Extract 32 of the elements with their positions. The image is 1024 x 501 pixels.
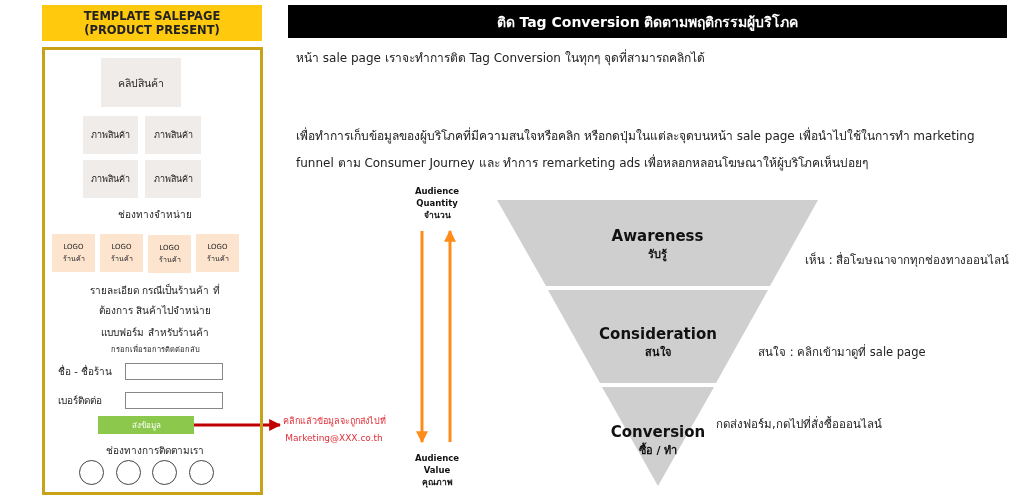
- description-text: กดส่งฟอร์ม,กดไปที่สั่งซื้อออนไลน์: [716, 415, 882, 433]
- placeholder-card: ภาพสินค้า: [145, 116, 201, 154]
- stage-subtitle: สนใจ: [645, 345, 671, 361]
- section-heading: แบบฟอร์ม สำหรับร้านค้า: [100, 326, 210, 340]
- placeholder-card: ภาพสินค้า: [83, 116, 138, 154]
- description-text: รายละเอียด กรณีเป็นร้านค้า ที่ต้องการ สินค้าไปจำหน่าย: [89, 282, 221, 318]
- placeholder-card: ภาพสินค้า: [83, 160, 138, 198]
- title-bar: ติด Tag Conversion ติดตามพฤติกรรมผู้บริโภค: [288, 5, 1007, 38]
- axis-label: Audience Quantity จำนวน: [405, 183, 469, 223]
- submit-button: ส่งข้อมูล: [98, 416, 194, 434]
- axis-label: Audience Value คุณภาพ: [405, 450, 469, 490]
- field-label: เบอร์ติดต่อ: [58, 394, 103, 408]
- description-text: สนใจ : คลิกเข้ามาดูที่ sale page: [758, 343, 926, 361]
- salepage-frame: [42, 47, 263, 495]
- arrow: [416, 231, 428, 444]
- arrow: [444, 229, 456, 442]
- note-text: คลิกแล้วข้อมูลจะถูกส่งไปที่ Marketing@XXX.co.th: [280, 413, 388, 447]
- placeholder-card: คลิปสินค้า: [101, 58, 181, 107]
- intro-text: หน้า sale page เราจะทำการติด Tag Conversion ในทุกๆ จุดที่สามารถคลิกได้: [296, 48, 706, 68]
- arrow: [194, 419, 282, 431]
- section-heading: ช่องทางจำหน่าย: [117, 208, 193, 222]
- body-text: เพื่อทำการเก็บข้อมูลของผู้บริโภคที่มีความสนใจหรือคลิก หรือกดปุ่มในแต่ละจุดบนหน้า sale page เพื่อนำไปใช้ในการทำ marketing funnel ตาม Consumer Journey และ ทำการ remarketing ads เพื่อหลอกหลอนโฆษณาให้ผู้บริโภคเห็นบ่อยๆ: [296, 126, 976, 173]
- stage-subtitle: รับรู้: [648, 247, 667, 263]
- description-text: เห็น : สื่อโฆษณาจากทุกช่องทางออนไลน์: [805, 251, 1010, 269]
- stage-title: Conversion: [610, 423, 706, 441]
- section-heading: ช่องทางการติดตามเรา: [105, 444, 205, 458]
- field-label: ชื่อ - ชื่อร้าน: [58, 364, 113, 379]
- placeholder-card: ภาพสินค้า: [145, 160, 201, 198]
- stage-title: Awareness: [611, 227, 704, 245]
- stage-title: Consideration: [599, 325, 717, 343]
- stage-subtitle: ซื้อ / ทำ: [638, 443, 678, 459]
- header-bar: TEMPLATE SALEPAGE (PRODUCT PRESENT): [42, 5, 262, 41]
